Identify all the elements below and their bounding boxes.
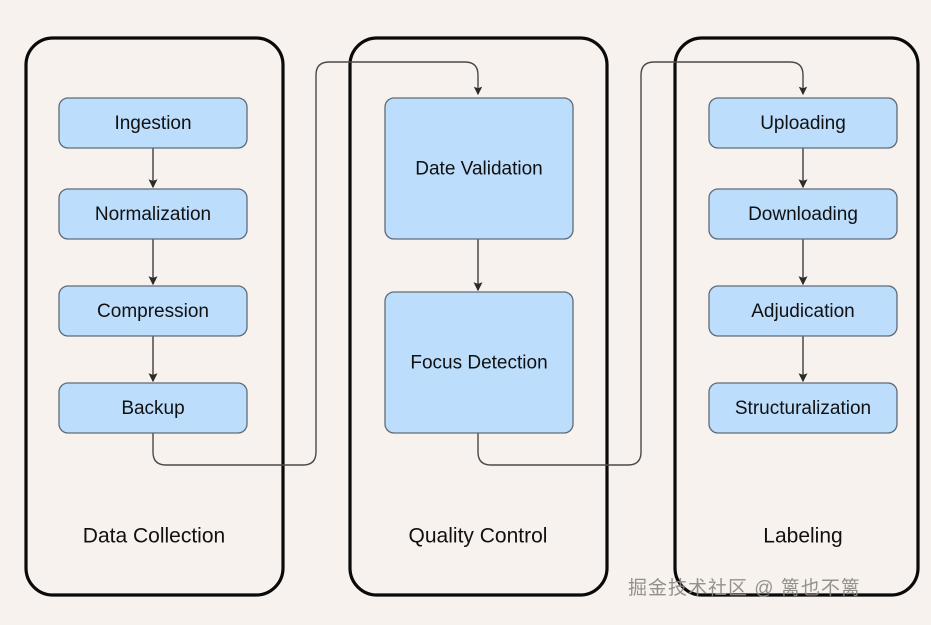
node-box-backup[interactable] xyxy=(58,382,248,434)
node-label-focus-detection: Focus Detection xyxy=(410,353,547,374)
group-label-labeling: Labeling xyxy=(763,525,842,548)
connector-backup-to-date-validation xyxy=(152,61,483,466)
group-label-data-collection: Data Collection xyxy=(83,525,225,548)
group-frame-labeling xyxy=(673,36,920,597)
node-label-downloading: Downloading xyxy=(748,204,858,225)
node-box-uploading[interactable] xyxy=(708,97,898,149)
node-label-ingestion: Ingestion xyxy=(114,113,191,134)
node-label-backup: Backup xyxy=(121,398,184,419)
node-box-structuralization[interactable] xyxy=(708,382,898,434)
node-box-compression[interactable] xyxy=(58,285,248,337)
node-label-compression: Compression xyxy=(97,301,209,322)
node-label-uploading: Uploading xyxy=(760,113,846,134)
node-label-adjudication: Adjudication xyxy=(751,301,855,322)
group-frame-data-collection xyxy=(24,36,285,597)
node-box-adjudication[interactable] xyxy=(708,285,898,337)
watermark-label: 掘金技术社区 @ 篱也不篱 xyxy=(628,578,861,599)
node-box-downloading[interactable] xyxy=(708,188,898,240)
node-label-normalization: Normalization xyxy=(95,204,211,225)
group-frame-quality-control xyxy=(348,36,609,597)
node-label-date-validation: Date Validation xyxy=(415,159,542,180)
group-labels: Data Collection Quality Control Labeling xyxy=(83,525,843,548)
group-label-quality-control: Quality Control xyxy=(409,525,548,548)
node-box-ingestion[interactable] xyxy=(58,97,248,149)
cross-group-connectors xyxy=(152,61,808,466)
intra-group-arrows xyxy=(148,148,808,383)
node-box-focus-detection[interactable] xyxy=(384,291,574,434)
node-box-normalization[interactable] xyxy=(58,188,248,240)
group-containers xyxy=(24,36,920,597)
node-label-structuralization: Structuralization xyxy=(735,398,871,419)
node-box-date-validation[interactable] xyxy=(384,97,574,240)
connector-focus-detection-to-uploading xyxy=(477,61,808,466)
